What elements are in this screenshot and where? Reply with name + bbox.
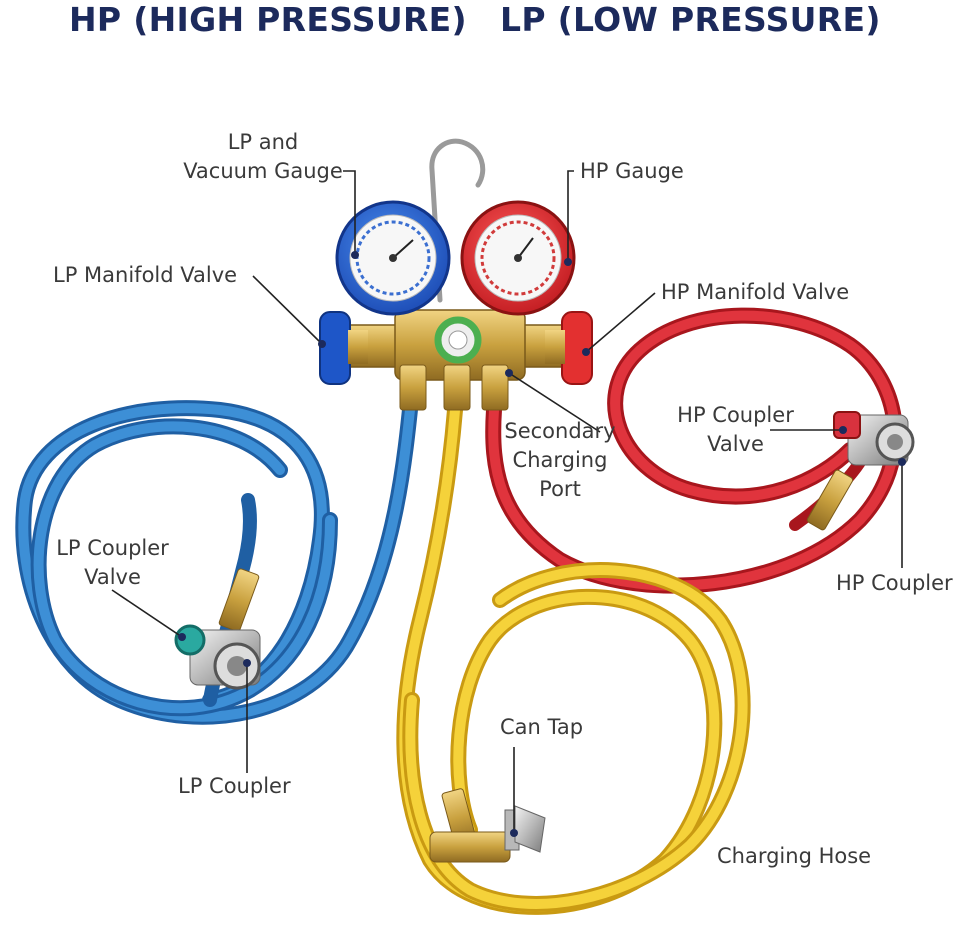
- label-hp-coupler-valve: HP Coupler Valve: [677, 403, 794, 456]
- lp-gauge-icon: [335, 200, 451, 316]
- hp-coupler-icon: [806, 411, 915, 531]
- hp-manifold-knob-icon: [545, 311, 593, 385]
- lp-title: LP (LOW PRESSURE): [500, 0, 881, 39]
- leader-lp-manifold-valve: [252, 275, 323, 345]
- leader-lines: [111, 170, 903, 833]
- leader-hp-manifold-valve: [585, 292, 656, 353]
- label-secondary-charging-port: Secondary Charging Port: [504, 419, 616, 501]
- label-hp-gauge: HP Gauge: [580, 159, 684, 183]
- leader-lp-coupler-valve: [111, 589, 183, 638]
- anchor-dots: [178, 251, 906, 837]
- label-lp-vacuum-gauge: LP and Vacuum Gauge: [183, 130, 343, 183]
- hp-title: HP (HIGH PRESSURE): [69, 0, 467, 39]
- lp-manifold-knob-icon: [319, 311, 368, 385]
- hp-gauge-icon: [460, 200, 576, 316]
- hanger-hook: [429, 138, 486, 303]
- label-lp-manifold-valve: LP Manifold Valve: [53, 263, 238, 287]
- label-lp-coupler-valve: LP Coupler Valve: [56, 536, 169, 589]
- leader-hp-gauge: [567, 170, 574, 262]
- label-charging-hose: Charging Hose: [717, 844, 872, 868]
- label-lp-coupler: LP Coupler: [178, 774, 291, 798]
- lp-coupler-icon: [174, 568, 261, 690]
- label-hp-coupler: HP Coupler: [836, 571, 953, 595]
- label-hp-manifold-valve: HP Manifold Valve: [661, 280, 850, 304]
- can-tap-icon: [429, 788, 546, 863]
- leader-secondary-port: [508, 372, 601, 433]
- leader-lp-gauge: [343, 170, 356, 255]
- manifold-body: [344, 309, 586, 411]
- label-can-tap: Can Tap: [500, 715, 584, 739]
